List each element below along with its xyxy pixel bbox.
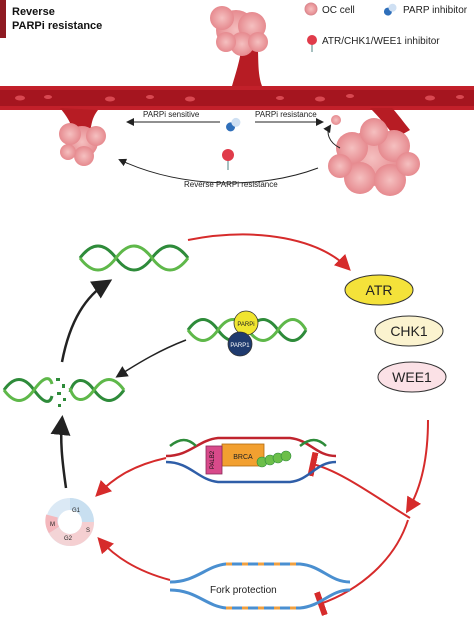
arrow-reverse-resistance bbox=[118, 158, 319, 184]
label-parpi-resistance: PARPi resistance bbox=[255, 110, 317, 119]
cycle-s-label: S bbox=[86, 528, 90, 534]
legend-atr-inhibitor: ATR/CHK1/WEE1 inhibitor bbox=[322, 36, 440, 47]
tumor-top bbox=[210, 6, 268, 56]
wee1-node bbox=[377, 361, 447, 393]
arrow-protection-to-cellcycle bbox=[97, 537, 171, 581]
cycle-g2-label: G2 bbox=[64, 536, 73, 542]
oc-cell-legend-icon bbox=[304, 2, 318, 16]
title-line-2: PARPi resistance bbox=[12, 20, 102, 32]
atr-inhibitor-icon bbox=[222, 149, 234, 170]
fork-protection-label: Fork protection bbox=[210, 585, 277, 596]
cell-cycle-wheel bbox=[45, 498, 94, 546]
parp-inhibitor-legend-icon bbox=[383, 3, 397, 16]
legend: OC cell PARP inhibitor ATR/CHK1/WEE1 inh… bbox=[304, 2, 468, 52]
parp-inhibitor-pill-icon bbox=[226, 117, 241, 132]
atr-node bbox=[344, 274, 414, 306]
parp1-node bbox=[227, 331, 253, 357]
label-parpi-sensitive: PARPi sensitive bbox=[143, 110, 200, 119]
inhibit-fork-protection bbox=[314, 519, 409, 616]
rad51-filament bbox=[256, 450, 292, 468]
parp-b-label: PARP1 bbox=[230, 343, 250, 349]
arrow-fork-to-cellcycle bbox=[95, 457, 167, 497]
chk1-node bbox=[374, 315, 444, 347]
chk1-label: CHK1 bbox=[390, 323, 428, 339]
arrow-wee1-down bbox=[405, 419, 429, 514]
arrow-to-circulation bbox=[323, 124, 341, 149]
dna-broken bbox=[2, 377, 126, 403]
title-block: Reverse PARPi resistance bbox=[0, 0, 102, 38]
tumor-left bbox=[59, 123, 106, 166]
atr-inhibitor-legend-icon bbox=[307, 35, 317, 52]
wee1-label: WEE1 bbox=[392, 369, 432, 385]
dna-fragments bbox=[56, 378, 66, 407]
label-reverse-resistance: Reverse PARPi resistance bbox=[184, 180, 278, 189]
palb2-node bbox=[205, 445, 223, 475]
arrow-cellcycle-up bbox=[50, 415, 71, 489]
cycle-g1-label: G1 bbox=[72, 508, 81, 514]
arrow-parp-to-break bbox=[115, 339, 187, 378]
arrow-repair-up bbox=[60, 279, 113, 363]
vessel-branch-right bbox=[370, 108, 410, 138]
palb2-label: PALB2 bbox=[210, 450, 216, 469]
title-accent-bar bbox=[0, 0, 6, 38]
inhibit-replication-fork bbox=[307, 451, 411, 519]
legend-oc-cell: OC cell bbox=[322, 5, 355, 16]
tumor-right bbox=[328, 118, 420, 196]
circulating-cell bbox=[331, 115, 341, 125]
parp-a-label: PARPi bbox=[237, 322, 254, 328]
replication-fork bbox=[165, 436, 337, 484]
cycle-m-label: M bbox=[50, 522, 55, 528]
brca-label: BRCA bbox=[233, 454, 253, 461]
legend-parp-inhibitor: PARP inhibitor bbox=[403, 5, 468, 16]
atr-label: ATR bbox=[366, 282, 393, 298]
title-line-1: Reverse bbox=[12, 6, 55, 18]
fork-protection bbox=[169, 562, 351, 610]
dna-helix-top bbox=[78, 244, 190, 272]
arrow-to-atr bbox=[187, 233, 351, 271]
